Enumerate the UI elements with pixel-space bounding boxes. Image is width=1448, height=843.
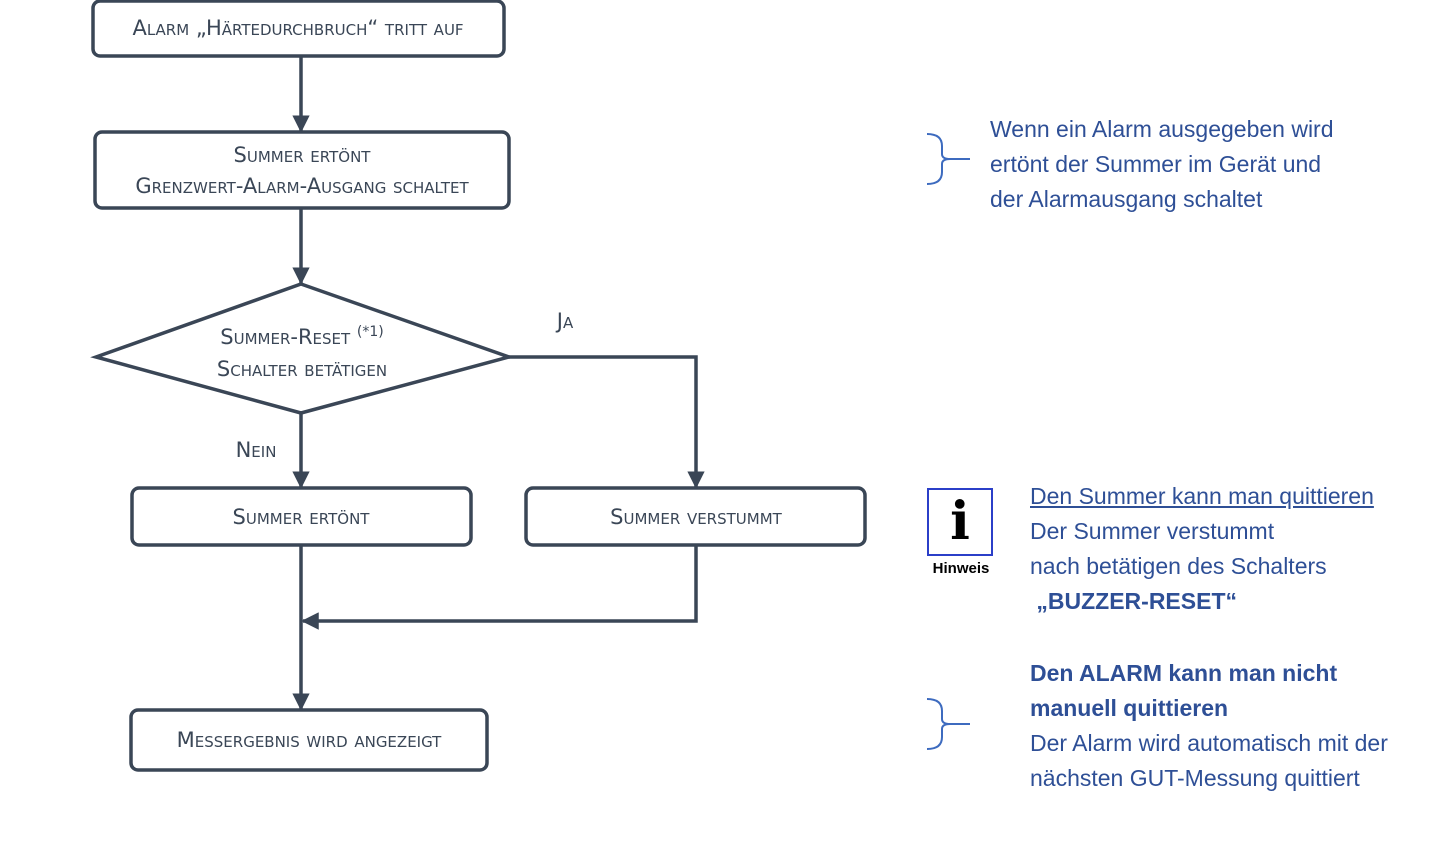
alarm-ack-note: Den ALARM kann man nicht manuell quittie… — [1030, 656, 1388, 796]
alarm-ack-bold-line: manuell quittieren — [1030, 695, 1229, 721]
decision-footnote-ref: (*1) — [357, 324, 384, 340]
decision-label-line2: Schalter betätigen — [217, 357, 387, 381]
decision-label-line1: Summer-Reset (*1) — [220, 324, 383, 349]
info-glyph: i — [950, 491, 970, 552]
alarm-ack-line: nächsten GUT-Messung quittiert — [1030, 765, 1360, 791]
step1-box — [93, 130, 511, 210]
hint-note-switch-name: „BUZZER-RESET“ — [1030, 588, 1237, 614]
alarm-note-line: der Alarmausgang schaltet — [990, 186, 1263, 212]
step1-label-line1: Summer ertönt — [234, 143, 372, 167]
alarm-ack-brace — [926, 698, 970, 750]
start-box — [91, 0, 506, 58]
hint-note-line: Der Summer verstummt — [1030, 518, 1275, 544]
alarm-ack-line: Der Alarm wird automatisch mit der — [1030, 730, 1388, 756]
yes-branch-box — [524, 486, 867, 547]
hint-note-title: Den Summer kann man quittieren — [1030, 483, 1374, 509]
step1-label-line2: Grenzwert-Alarm-Ausgang schaltet — [135, 174, 469, 198]
alarm-note-brace — [926, 133, 970, 185]
decision-label-main: Summer-Reset — [220, 325, 357, 349]
no-label: Nein — [236, 438, 277, 462]
end-box — [129, 708, 489, 772]
yes-label: Ja — [555, 309, 574, 333]
alarm-note-line: ertönt der Summer im Gerät und — [990, 151, 1322, 177]
arrow-yes-branch-merge — [301, 545, 698, 630]
no-branch-box — [130, 486, 473, 547]
info-icon-label: Hinweis — [932, 560, 990, 577]
no-branch-label: Summer ertönt — [233, 505, 371, 529]
start-label: Alarm „Härtedurchbruch“ tritt auf — [132, 16, 463, 40]
decision-diamond — [90, 282, 515, 415]
info-icon: i — [927, 488, 993, 556]
arrow-decision-to-yes-branch — [509, 355, 705, 489]
yes-branch-label: Summer verstummt — [610, 505, 782, 529]
hint-note: Den Summer kann man quittieren Der Summe… — [1030, 479, 1374, 619]
alarm-note-line: Wenn ein Alarm ausgegeben wird — [990, 116, 1334, 142]
alarm-note: Wenn ein Alarm ausgegeben wird ertönt de… — [990, 112, 1334, 217]
hint-note-line: nach betätigen des Schalters — [1030, 553, 1327, 579]
end-label: Messergebnis wird angezeigt — [177, 728, 443, 752]
alarm-ack-bold-line: Den ALARM kann man nicht — [1030, 660, 1338, 686]
